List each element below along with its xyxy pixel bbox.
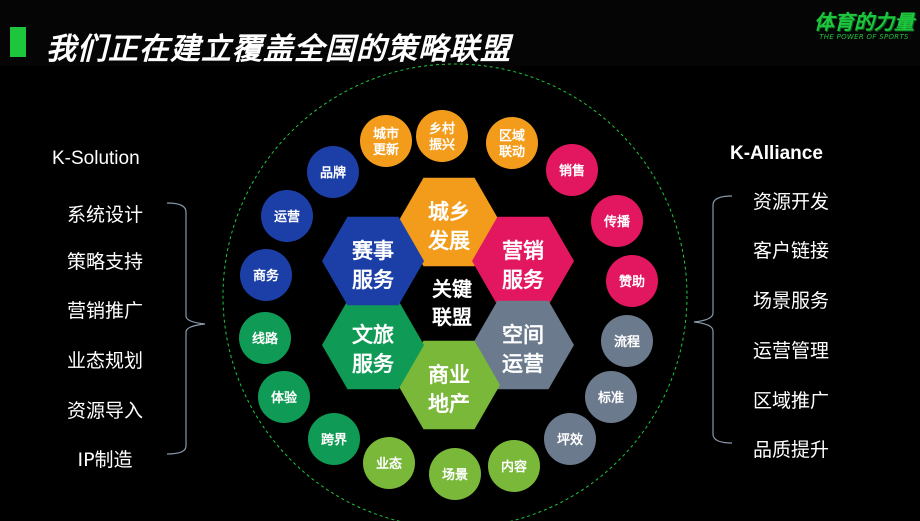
page-title: 我们正在建立覆盖全国的策略联盟: [46, 32, 511, 67]
keyword-circle: [601, 315, 653, 367]
hexagon-segment: [322, 216, 424, 306]
keyword-circle-label: 传播: [603, 214, 631, 230]
keyword-circle: [591, 195, 643, 247]
keyword-circle-label: 流程: [614, 334, 640, 350]
hexagon-label: 服务: [352, 352, 395, 376]
keyword-circle: [239, 312, 291, 364]
keyword-circle: [240, 249, 292, 301]
hexagon-label: 城乡: [428, 200, 470, 224]
left-panel-item: 资源导入: [66, 400, 143, 422]
keyword-circle-label: 运营: [274, 209, 300, 225]
left-panel-item: 业态规划: [66, 350, 143, 372]
keyword-circle: [416, 110, 468, 162]
right-panel-item: 场景服务: [752, 290, 829, 312]
keyword-circle-label: 跨界: [321, 432, 347, 448]
right-panel-item: 资源开发: [752, 191, 829, 213]
hexagon-label: 运营: [502, 352, 544, 376]
hexagon-label: 营销: [502, 239, 544, 263]
hexagon-label: 商业: [428, 363, 470, 387]
hexagon-segment: [472, 216, 574, 306]
hexagon-segment: [322, 300, 424, 390]
hexagon-label: 服务: [502, 268, 545, 292]
keyword-circle-label: 商务: [253, 268, 280, 284]
left-panel-item: 系统设计: [66, 204, 143, 226]
keyword-circle: [546, 144, 598, 196]
left-bracket: [166, 202, 206, 455]
keyword-circle-label: 业态: [376, 456, 402, 472]
keyword-circle: [429, 448, 481, 500]
keyword-circle-label: 场景: [442, 468, 468, 483]
center-label-line1: 关键: [432, 277, 472, 301]
outer-dashed-ring: [222, 63, 688, 521]
keyword-circle-label: 线路: [252, 331, 279, 347]
left-panel-item: 营销推广: [66, 300, 143, 322]
hexagon-segment: [472, 300, 574, 390]
right-panel-item: 客户链接: [752, 240, 829, 262]
hexagon-label: 空间: [502, 323, 544, 347]
hexagon-label: 地产: [428, 392, 470, 416]
keyword-circle-label: 品牌: [320, 165, 346, 181]
keyword-circle-label: 标准: [597, 390, 624, 406]
keyword-circle: [258, 371, 310, 423]
keyword-circle-label: 城市: [373, 126, 399, 142]
keyword-circle-label: 联动: [499, 145, 525, 160]
keyword-circle-label: 乡村: [429, 121, 455, 137]
header-bar: [0, 0, 920, 66]
right-bracket: [693, 195, 733, 444]
left-panel-heading: K-Solution: [52, 148, 140, 169]
hexagon-label: 发展: [427, 229, 470, 253]
hexagon-label: 赛事: [351, 239, 394, 263]
center-label-line2: 联盟: [432, 305, 472, 329]
keyword-circle: [363, 437, 415, 489]
keyword-circle: [261, 190, 313, 242]
keyword-circle: [606, 255, 658, 307]
keyword-circle-label: 销售: [559, 163, 585, 179]
keyword-circle-label: 坪效: [557, 432, 584, 448]
hexagon-label: 文旅: [352, 323, 394, 347]
hexagon-segment: [398, 340, 500, 430]
hexagon-segment: [398, 177, 500, 267]
keyword-circle-label: 内容: [501, 459, 527, 475]
brand-logo: 体育的力量 THE POWER OF SPORTS: [812, 6, 916, 52]
keyword-circle: [360, 115, 412, 167]
keyword-circle: [307, 146, 359, 198]
right-panel-item: 区域推广: [752, 390, 829, 412]
hexagon-label: 服务: [352, 268, 395, 292]
keyword-circle: [308, 413, 360, 465]
keyword-circle-label: 赞助: [618, 274, 645, 290]
logo-main-text: 体育的力量: [814, 10, 914, 34]
logo-sub-text: THE POWER OF SPORTS: [819, 33, 909, 41]
right-panel-item: 运营管理: [752, 340, 829, 362]
keyword-circle-label: 更新: [373, 142, 399, 158]
keyword-circle-label: 体验: [271, 390, 298, 406]
keyword-circle-label: 振兴: [429, 137, 455, 153]
keyword-circle: [585, 371, 637, 423]
right-panel-heading: K-Alliance: [730, 143, 823, 164]
left-panel-item: IP制造: [77, 449, 133, 471]
keyword-circle: [544, 413, 596, 465]
keyword-circle: [486, 117, 538, 169]
keyword-circle-label: 区域: [499, 128, 525, 144]
title-accent-bar: [10, 27, 26, 57]
right-panel-item: 品质提升: [752, 439, 829, 461]
left-panel-item: 策略支持: [66, 251, 143, 273]
keyword-circle: [488, 440, 540, 492]
